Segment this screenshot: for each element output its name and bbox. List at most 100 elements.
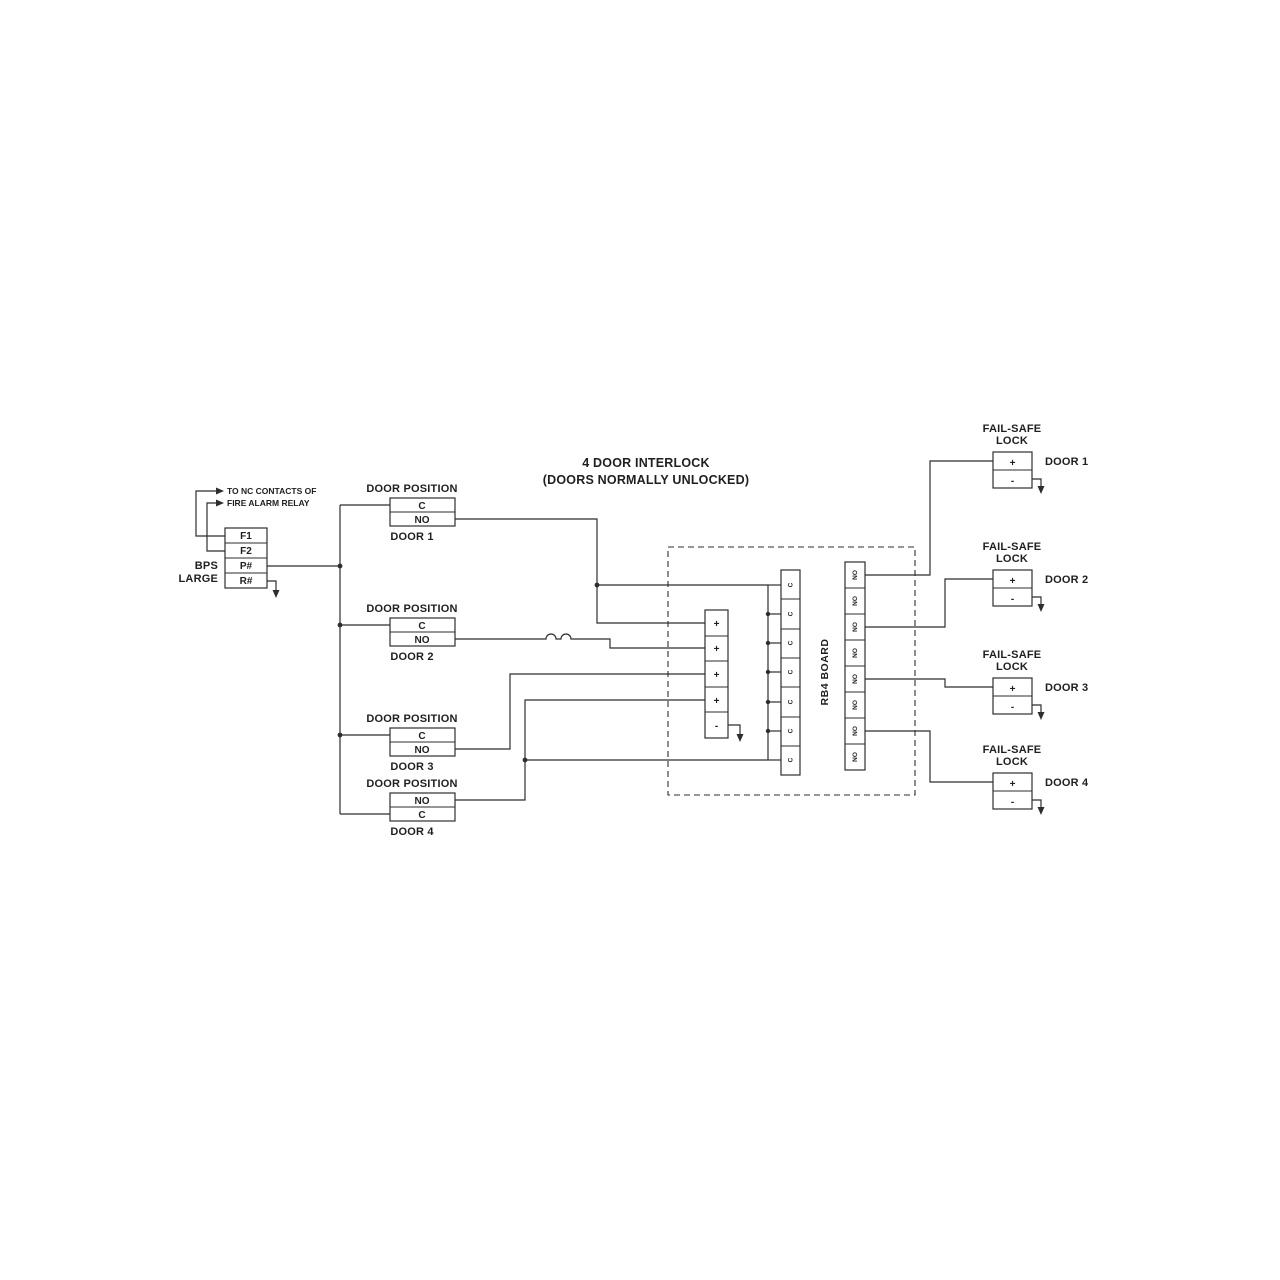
wire-door2-no-to-strip [455,633,705,649]
door4-switch-title: DOOR POSITION [366,778,457,790]
lock3-name: DOOR 3 [1045,682,1088,694]
arrow-strip-minus-down [736,734,744,742]
diagram-title-line1: 4 DOOR INTERLOCK [582,456,710,470]
bps-terminal-f2: F2 [240,546,252,557]
lock2-terminal-minus: - [1011,594,1014,605]
arrow-lock3-minus-down [1037,712,1045,720]
arrow-to-fire-alarm-1 [216,487,224,495]
lock4-label-line2: LOCK [996,756,1028,768]
power-terminal-strip: + + + + - [704,609,729,739]
rb4-right-terminal-2: NO [852,596,859,606]
strip-terminal-minus: - [715,721,718,732]
door2-terminal-c: C [418,621,425,632]
rb4-left-terminal-5: C [788,699,795,704]
strip-terminal-plus-3: + [714,670,720,681]
rb4-board-boundary [667,546,916,796]
rb4-left-column-box [780,569,801,776]
arrowheads [216,486,1045,815]
rb4-left-terminal-4: C [788,669,795,674]
wires [195,460,1042,815]
arrow-lock4-minus-down [1037,807,1045,815]
rb4-left-terminal-column: C C C C C C C [780,569,801,776]
wire-rb4-to-lock2 [865,578,993,628]
junction-dot [594,582,600,588]
bps-terminal-r: R# [240,576,253,587]
lock1-terminal-minus: - [1011,476,1014,487]
rb4-right-terminal-5: NO [852,674,859,684]
wire-lock3-minus-ground [1032,704,1042,714]
arrow-lock1-minus-down [1037,486,1045,494]
wire-door4-no-to-strip [455,699,705,801]
lock4-name: DOOR 4 [1045,777,1089,789]
junction-dot [765,728,771,734]
wire-rb4-to-lock1 [865,460,993,576]
bps-label-line1: BPS [195,560,218,572]
bps-terminal-f1: F1 [240,531,252,542]
rb4-right-terminal-6: NO [852,700,859,710]
lock3-label-line1: FAIL-SAFE [983,649,1042,661]
wire-f2-to-fire-alarm [206,502,225,552]
junction-dot [522,757,528,763]
rb4-left-terminal-6: C [788,728,795,733]
wire-lock4-minus-ground [1032,799,1042,809]
fail-safe-lock-1: FAIL-SAFE LOCK + - DOOR 1 [983,423,1088,489]
junction-dot [765,611,771,617]
wire-r-terminal [267,580,277,592]
junction-dots [337,563,771,763]
fire-alarm-note-line1: TO NC CONTACTS OF [227,486,316,496]
wire-lock1-minus-ground [1032,478,1042,488]
arrow-lock2-minus-down [1037,604,1045,612]
door-position-switch-3: DOOR POSITION C NO DOOR 3 [366,713,457,773]
rb4-right-terminal-8: NO [852,752,859,762]
wire-strip-minus-ground [728,724,741,736]
wire-lock2-minus-ground [1032,596,1042,606]
fail-safe-lock-2: FAIL-SAFE LOCK + - DOOR 2 [983,541,1088,607]
door3-switch-name: DOOR 3 [390,761,433,773]
lock4-terminal-plus: + [1010,779,1016,790]
door4-terminal-no: NO [415,796,430,807]
door-position-switch-4: DOOR POSITION NO C DOOR 4 [366,778,457,838]
wire-rb4-to-lock4 [865,730,993,783]
lock4-label-line1: FAIL-SAFE [983,744,1042,756]
power-strip-box [704,609,729,739]
lock3-terminal-plus: + [1010,684,1016,695]
door4-terminal-c: C [418,810,425,821]
lock3-label-line2: LOCK [996,661,1028,673]
wire-rb4-to-lock3 [865,678,993,688]
lock1-label-line1: FAIL-SAFE [983,423,1042,435]
wire-door1-no-to-strip [455,518,705,624]
door1-switch-name: DOOR 1 [390,531,433,543]
junction-dot [765,640,771,646]
lock1-terminal-plus: + [1010,458,1016,469]
arrow-r-terminal-down [272,590,280,598]
door1-terminal-no: NO [415,515,430,526]
bps-label-line2: LARGE [179,573,219,585]
bps-block: F1 F2 P# R# BPS LARGE [179,527,268,589]
strip-terminal-plus-1: + [714,619,720,630]
wire-f1-to-fire-alarm [195,490,225,537]
diagram-title-line2: (DOORS NORMALLY UNLOCKED) [543,473,749,487]
rb4-right-terminal-4: NO [852,648,859,658]
door2-terminal-no: NO [415,635,430,646]
door-position-switch-1: DOOR POSITION C NO DOOR 1 [366,483,457,543]
fail-safe-lock-4: FAIL-SAFE LOCK + - DOOR 4 [983,744,1089,810]
door3-switch-title: DOOR POSITION [366,713,457,725]
lock1-name: DOOR 1 [1045,456,1088,468]
lock2-name: DOOR 2 [1045,574,1088,586]
rb4-board-label: RB4 BOARD [819,639,831,706]
rb4-left-terminal-3: C [788,640,795,645]
door4-switch-name: DOOR 4 [390,826,434,838]
lock1-label-line2: LOCK [996,435,1028,447]
bps-terminal-p: P# [240,561,253,572]
door2-switch-title: DOOR POSITION [366,603,457,615]
door3-terminal-c: C [418,731,425,742]
rb4-right-terminal-7: NO [852,726,859,736]
rb4-left-terminal-1: C [788,582,795,587]
lock2-label-line1: FAIL-SAFE [983,541,1042,553]
lock2-terminal-plus: + [1010,576,1016,587]
junction-dot [337,563,343,569]
lock2-label-line2: LOCK [996,553,1028,565]
strip-terminal-plus-4: + [714,696,720,707]
